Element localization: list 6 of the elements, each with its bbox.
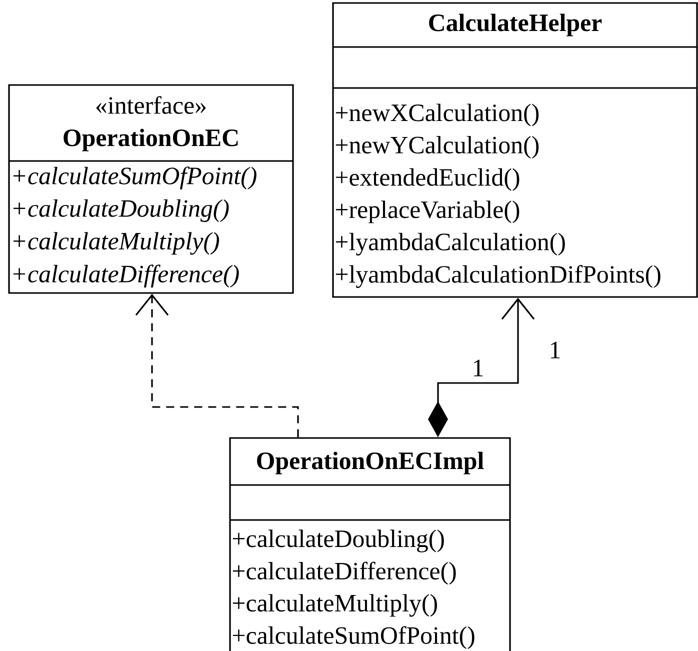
class-box: OperationOnECImpl +calculateDoubling() +calculateDifference() +calculateMultiply() +calculateSumOfPoint() bbox=[229, 437, 511, 651]
class-box: CalculateHelper +newXCalculation() +newYCalculation() +extendedEuclid() +replaceVariable() +lyambdaCalculation() +lyambdaCalculationDifPoints() bbox=[332, 2, 698, 298]
class-box: «interface» OperationOnEC +calculateSumOfPoint() +calculateDoubling() +calculateMultiply() +calculateDifference() bbox=[8, 84, 294, 294]
multiplicity-label: 1 bbox=[550, 342, 560, 358]
dependency-arrow bbox=[135, 294, 299, 438]
multiplicity-label: 1 bbox=[474, 360, 483, 376]
